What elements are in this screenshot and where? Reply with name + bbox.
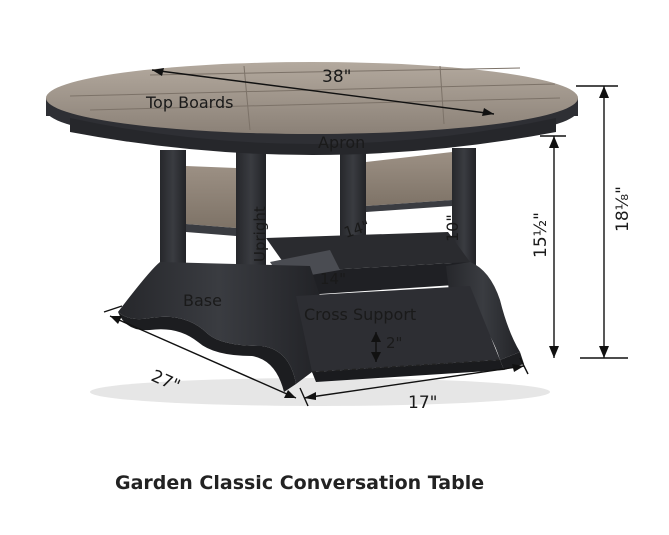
base-right <box>296 262 524 382</box>
tabletop <box>46 62 578 155</box>
top-boards-label: Top Boards <box>145 93 233 112</box>
base-label: Base <box>183 291 222 310</box>
base-left <box>118 262 320 392</box>
dimension-lines <box>103 68 628 407</box>
cross-14-b-label: 14" <box>320 270 346 288</box>
uprights <box>160 150 266 300</box>
upright-dimension-label: 10" <box>443 214 462 242</box>
product-caption: Garden Classic Conversation Table <box>115 472 485 494</box>
top-diameter-label: 38" <box>322 67 351 87</box>
height-total-label: 18⅛" <box>613 186 633 232</box>
base-width-label: 17" <box>408 393 437 413</box>
clearance-label: 2" <box>386 334 402 352</box>
height-apron-label: 15½" <box>531 212 551 258</box>
cross-support <box>266 232 470 296</box>
apron-label: Apron <box>318 133 365 152</box>
floor-shadow <box>90 378 550 406</box>
cross-support-label: Cross Support <box>304 305 416 324</box>
upright-label: Upright <box>251 206 269 262</box>
